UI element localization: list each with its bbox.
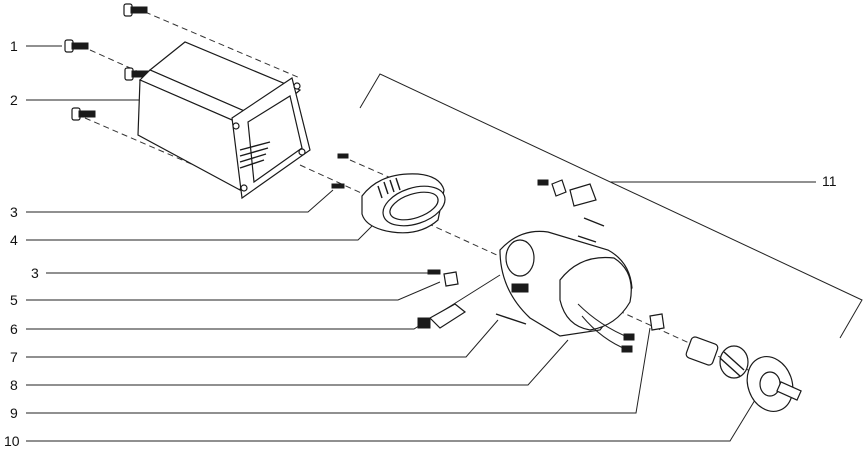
screw-icon bbox=[495, 313, 527, 325]
callout-label-5: 5 bbox=[10, 292, 18, 308]
callout-label-8: 8 bbox=[10, 377, 18, 393]
leader-lines bbox=[26, 45, 816, 442]
callout-label-1: 1 bbox=[10, 38, 18, 54]
fan-impeller-icon bbox=[746, 356, 802, 412]
screw-icon bbox=[124, 67, 149, 81]
callout-label-11: 11 bbox=[822, 173, 837, 189]
end-bell-icon bbox=[361, 173, 446, 234]
motor-housing-icon bbox=[137, 41, 311, 200]
screw-icon bbox=[123, 3, 148, 17]
lead-wires-icon bbox=[577, 303, 635, 353]
clip-icon bbox=[649, 313, 665, 331]
screw-icon bbox=[331, 183, 345, 189]
screw-icon bbox=[64, 39, 89, 53]
brush-assembly-icon bbox=[537, 179, 605, 243]
callout-label-4: 4 bbox=[10, 232, 18, 248]
gear-housing-icon bbox=[499, 230, 633, 337]
screw-icon bbox=[427, 269, 441, 275]
callout-label-6: 6 bbox=[10, 321, 18, 337]
brush-holder-icon bbox=[417, 303, 467, 329]
callout-label-10: 10 bbox=[4, 433, 20, 449]
callout-label-3-upper: 3 bbox=[10, 204, 18, 220]
callout-label-7: 7 bbox=[10, 349, 18, 365]
assembly-bracket bbox=[359, 73, 863, 339]
armature-icon bbox=[685, 336, 749, 379]
callout-label-9: 9 bbox=[10, 405, 18, 421]
screw-icon bbox=[71, 107, 96, 121]
callout-label-3-lower: 3 bbox=[31, 265, 39, 281]
callout-label-2: 2 bbox=[10, 92, 18, 108]
washer-plate-icon bbox=[443, 271, 459, 287]
screw-icon bbox=[337, 153, 349, 159]
